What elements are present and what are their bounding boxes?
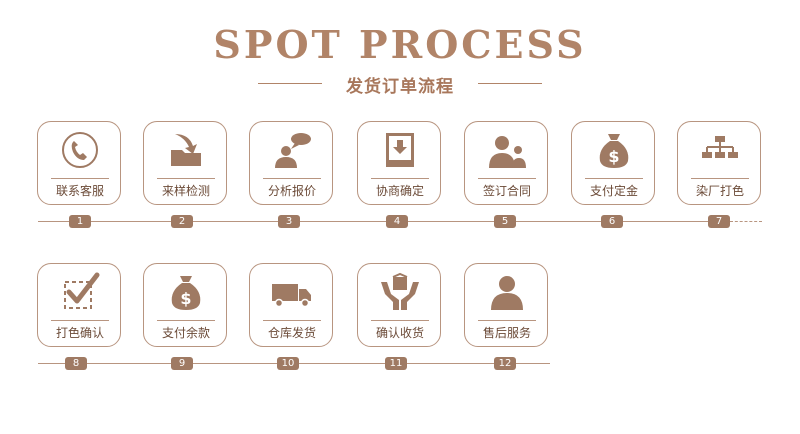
- step-label: 打色确认: [55, 326, 104, 340]
- step-divider: [478, 320, 536, 321]
- step-label: 分析报价: [267, 184, 316, 198]
- two-people-icon: [489, 136, 526, 168]
- step-label: 联系客服: [55, 184, 104, 198]
- step-number: 4: [386, 215, 408, 228]
- step-card-contact: 联系客服: [37, 121, 121, 205]
- step-number: 6: [601, 215, 623, 228]
- folder-arrow-icon: [171, 134, 201, 166]
- timeline-track-row1: [38, 221, 730, 222]
- step-number: 3: [278, 215, 300, 228]
- subtitle-bar: 发货订单流程: [0, 72, 800, 97]
- step-divider: [263, 178, 321, 179]
- step-label: 染厂打色: [695, 184, 744, 198]
- step-card-confirm-color: 打色确认: [37, 263, 121, 347]
- page-subtitle: 发货订单流程: [346, 77, 454, 97]
- step-card-deposit: $ 支付定金: [571, 121, 655, 205]
- person-speech-icon: [275, 133, 311, 168]
- step-label: 支付定金: [589, 184, 638, 198]
- step-number: 8: [65, 357, 87, 370]
- step-divider: [585, 178, 643, 179]
- step-card-sample: 来样检测: [143, 121, 227, 205]
- step-card-contract: 签订合同: [464, 121, 548, 205]
- step-card-after-sales: 售后服务: [464, 263, 548, 347]
- step-divider: [263, 320, 321, 321]
- step-number: 2: [171, 215, 193, 228]
- step-card-receive: 确认收货: [357, 263, 441, 347]
- step-number: 10: [277, 357, 299, 370]
- truck-icon: [272, 284, 311, 308]
- step-label: 签订合同: [482, 184, 531, 198]
- svg-text:$: $: [180, 289, 191, 308]
- step-card-quote: 分析报价: [249, 121, 333, 205]
- subtitle-line-right: [478, 83, 542, 84]
- step-number: 7: [708, 215, 730, 228]
- step-number: 5: [494, 215, 516, 228]
- step-divider: [691, 178, 749, 179]
- phone-icon: [62, 132, 98, 168]
- page-title: SPOT PROCESS: [213, 22, 587, 67]
- checkbox-icon: [64, 272, 100, 309]
- step-card-dyeing: 染厂打色: [677, 121, 761, 205]
- timeline-dash-row1: [730, 221, 762, 222]
- step-divider: [157, 320, 215, 321]
- step-label: 确认收货: [375, 326, 424, 340]
- step-number: 12: [494, 357, 516, 370]
- step-divider: [51, 178, 109, 179]
- step-card-balance: $ 支付余款: [143, 263, 227, 347]
- step-card-negotiate: 协商确定: [357, 121, 441, 205]
- step-divider: [371, 320, 429, 321]
- step-divider: [51, 320, 109, 321]
- money-bag-icon: $: [599, 134, 629, 168]
- person-icon: [491, 276, 523, 310]
- step-label: 支付余款: [161, 326, 210, 340]
- step-number: 1: [69, 215, 91, 228]
- subtitle-line-left: [258, 83, 322, 84]
- step-label: 仓库发货: [267, 326, 316, 340]
- money-bag-icon: $: [171, 276, 201, 310]
- org-chart-icon: [702, 136, 738, 158]
- step-card-ship: 仓库发货: [249, 263, 333, 347]
- step-label: 售后服务: [482, 326, 531, 340]
- step-number: 11: [385, 357, 407, 370]
- step-divider: [157, 178, 215, 179]
- hands-package-icon: [381, 272, 419, 310]
- step-label: 来样检测: [161, 184, 210, 198]
- download-box-icon: [386, 133, 414, 167]
- step-label: 协商确定: [375, 184, 424, 198]
- svg-text:$: $: [608, 147, 619, 166]
- step-number: 9: [171, 357, 193, 370]
- step-divider: [478, 178, 536, 179]
- step-divider: [371, 178, 429, 179]
